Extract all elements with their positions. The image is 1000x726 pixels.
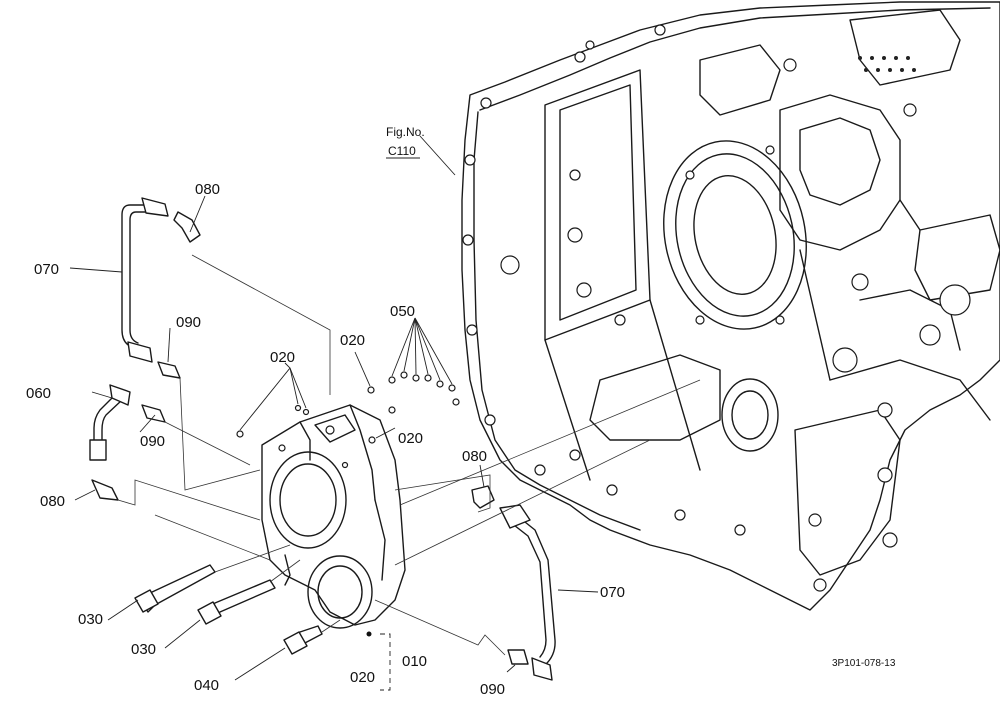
pipe-070-left	[121, 197, 169, 363]
label-030-a: 030	[78, 611, 103, 628]
assembly-guides	[117, 254, 701, 656]
label-040: 040	[194, 677, 219, 694]
adapter-090-mid	[141, 404, 166, 423]
figure-ref-line2: C110	[388, 144, 416, 158]
label-070-right: 070	[600, 584, 625, 601]
label-080-right: 080	[462, 448, 487, 465]
bearing-holder	[261, 404, 406, 629]
label-020-right-top: 020	[340, 332, 365, 349]
label-010: 010	[402, 653, 427, 670]
o-rings-020	[236, 386, 375, 637]
pipe-070-right	[499, 504, 556, 681]
label-090-top: 090	[176, 314, 201, 331]
bolt-030-a	[134, 564, 216, 613]
label-020-right: 020	[398, 430, 423, 447]
elbow-080-left	[91, 479, 119, 501]
label-090-bottom: 090	[480, 681, 505, 698]
figure-ref-line1: Fig.No.	[386, 125, 425, 139]
bolt-040	[283, 625, 323, 655]
leader-lines	[69, 135, 599, 691]
adapter-090-top	[157, 361, 181, 379]
label-080-left: 080	[40, 493, 65, 510]
label-080-top: 080	[195, 181, 220, 198]
bolt-030-b	[197, 579, 276, 625]
o-rings-050	[388, 371, 460, 414]
label-060: 060	[26, 385, 51, 402]
label-020-bottom: 020	[350, 669, 375, 686]
label-050: 050	[390, 303, 415, 320]
callout-labels: 070 080 090 060 090 080 020 020 050 020 …	[26, 125, 896, 698]
drawing-number: 3P101-078-13	[832, 658, 896, 669]
pipe-060	[89, 384, 131, 461]
label-070-left: 070	[34, 261, 59, 278]
transmission-case	[461, 1, 1000, 611]
adapter-090-bottom	[507, 649, 529, 665]
label-030-b: 030	[131, 641, 156, 658]
elbow-080-top	[173, 211, 201, 243]
label-020-top: 020	[270, 349, 295, 366]
label-090-mid: 090	[140, 433, 165, 450]
elbow-080-right	[471, 485, 495, 509]
